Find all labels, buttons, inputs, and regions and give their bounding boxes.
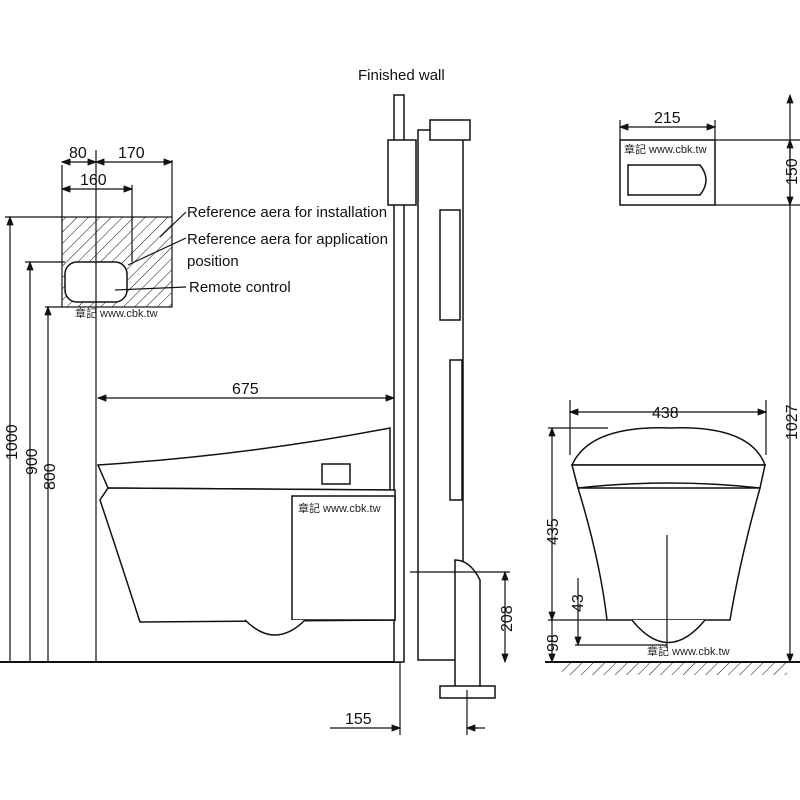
dim-160: 160	[80, 172, 107, 189]
label-finished-wall: Finished wall	[358, 67, 445, 84]
drain-pipe	[454, 559, 481, 691]
dim-150: 150	[784, 158, 800, 185]
seat-lid	[96, 427, 391, 491]
remote-reference-area: 80 170 160 Reference aera for installati…	[60, 145, 388, 662]
watermark: 章記 www.cbk.tw	[75, 306, 158, 320]
floor-hatch	[562, 663, 787, 675]
dim-170: 170	[118, 145, 145, 162]
dim-438: 438	[652, 405, 679, 422]
height-dimensions: 1000 900 800	[0, 215, 400, 663]
dim-98: 98	[545, 634, 562, 652]
label-remote-control: Remote control	[189, 279, 291, 296]
front-view: 438 435 98 43 1027 章記 www.cbk.tw	[545, 93, 800, 675]
control-panel	[321, 463, 351, 485]
side-view: Finished wall 675 章記 www.cbk.tw 208 155	[96, 67, 516, 735]
label-reference-application: Reference aera for application	[187, 231, 388, 248]
dim-155: 155	[345, 711, 372, 728]
dim-435: 435	[545, 518, 562, 545]
dim-43: 43	[570, 594, 587, 612]
watermark: 章記 www.cbk.tw	[624, 142, 707, 156]
label-reference-installation: Reference aera for installation	[187, 204, 387, 221]
dim-675: 675	[232, 381, 259, 398]
dim-1000: 1000	[4, 424, 21, 460]
watermark: 章記 www.cbk.tw	[298, 501, 381, 515]
label-reference-application-2: position	[187, 253, 239, 270]
panel-front-view: 215 150 章記 www.cbk.tw	[618, 110, 800, 207]
front-bowl	[576, 487, 761, 621]
finished-wall	[393, 94, 405, 663]
dim-800: 800	[42, 463, 59, 490]
dim-208: 208	[499, 605, 516, 632]
dim-1027: 1027	[784, 404, 800, 440]
front-lid	[570, 427, 767, 466]
watermark: 章記 www.cbk.tw	[647, 644, 730, 658]
dim-215: 215	[654, 110, 681, 127]
dim-80: 80	[69, 145, 87, 162]
flush-button	[627, 164, 707, 196]
dim-900: 900	[24, 448, 41, 475]
